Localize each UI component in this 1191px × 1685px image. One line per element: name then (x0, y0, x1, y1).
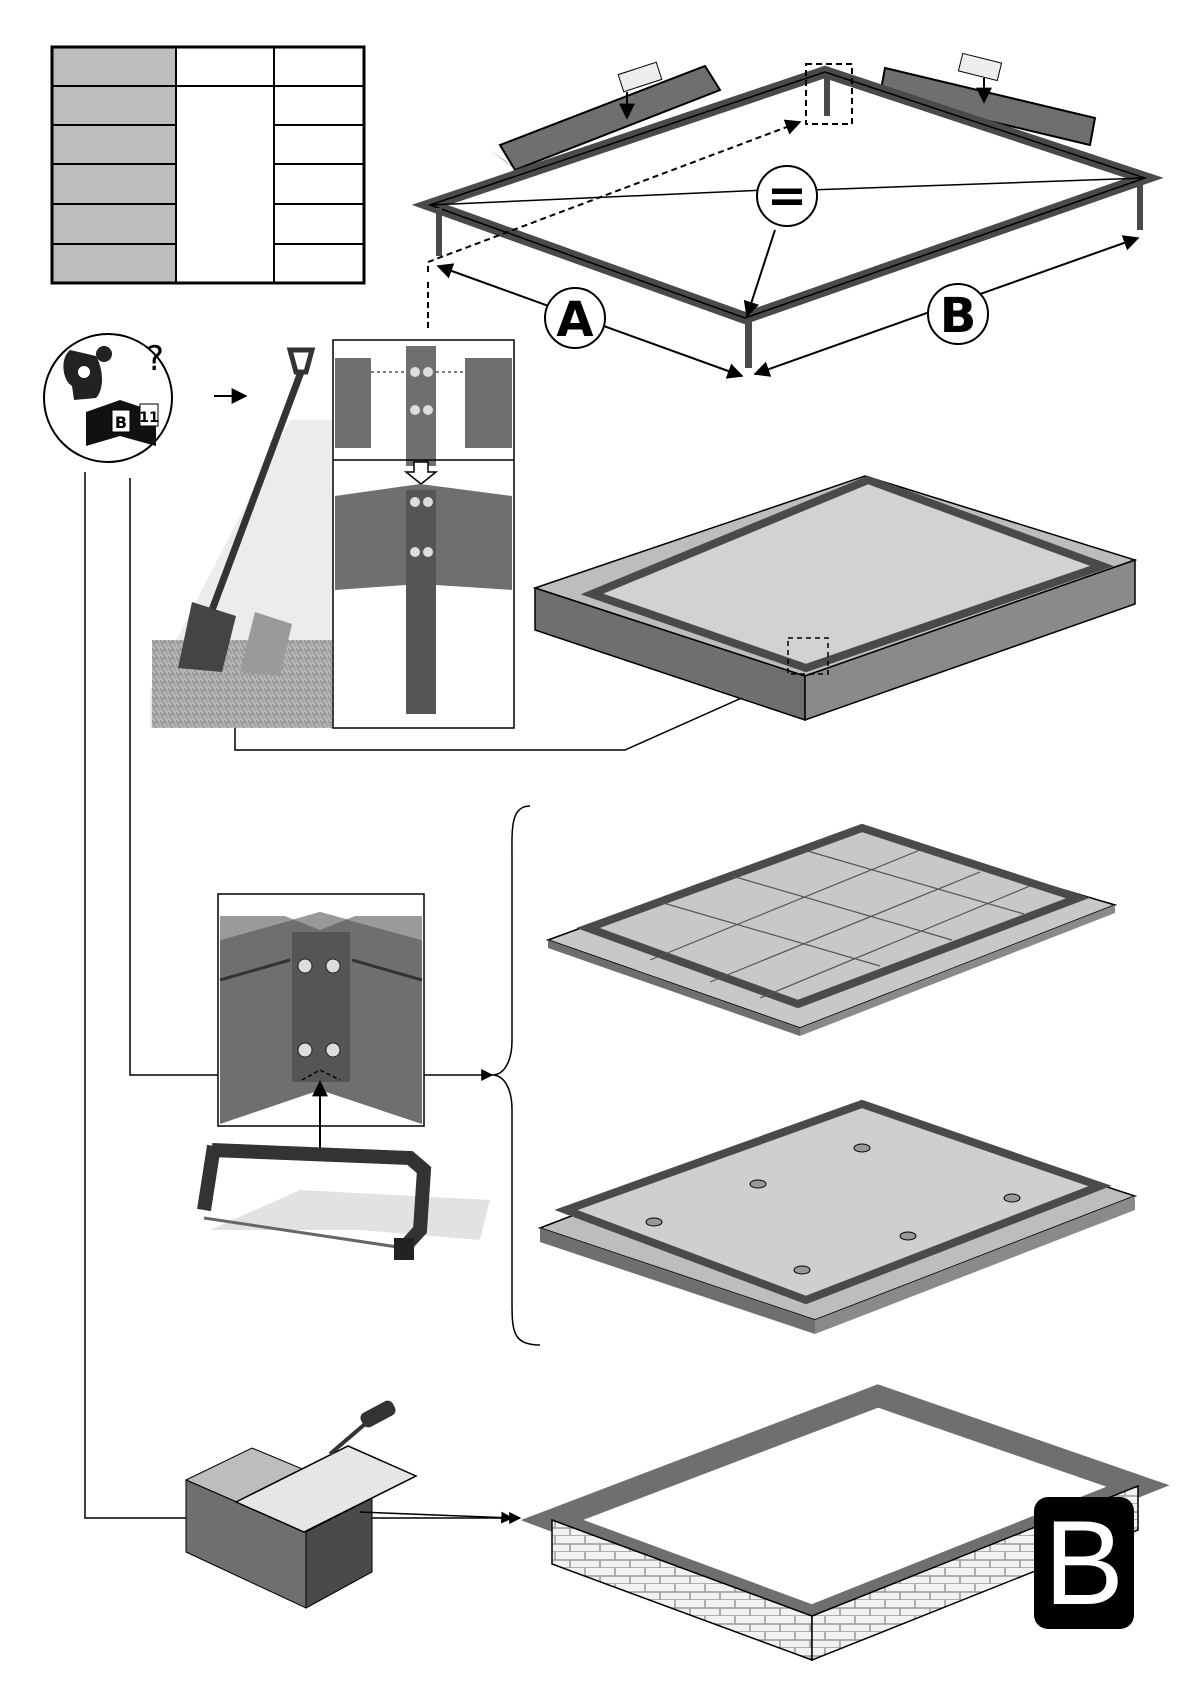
book-letter: B (115, 413, 127, 432)
reference-icon: ? B 11 (44, 334, 246, 462)
leveling-frame: = A B (428, 53, 1145, 376)
question-mark: ? (146, 339, 164, 379)
options-bracket (492, 806, 540, 1345)
corner-bolt-detail-top (333, 340, 514, 728)
equal-sign: = (767, 168, 807, 224)
book-page: 11 (139, 410, 158, 426)
spec-table (52, 47, 364, 283)
dimension-label-a: A (556, 292, 593, 348)
section-badge: B (1034, 1497, 1134, 1629)
dimension-label-b: B (940, 288, 977, 344)
frame-on-soil-slab (535, 476, 1135, 720)
frame-on-concrete-base (540, 1104, 1135, 1334)
hacksaw-icon (204, 1146, 490, 1260)
shovel-icon (150, 350, 332, 728)
frame-on-paving-slabs (548, 828, 1115, 1036)
corner-bolt-detail-cut (218, 894, 424, 1150)
trowel-and-block-icon (186, 1398, 512, 1608)
